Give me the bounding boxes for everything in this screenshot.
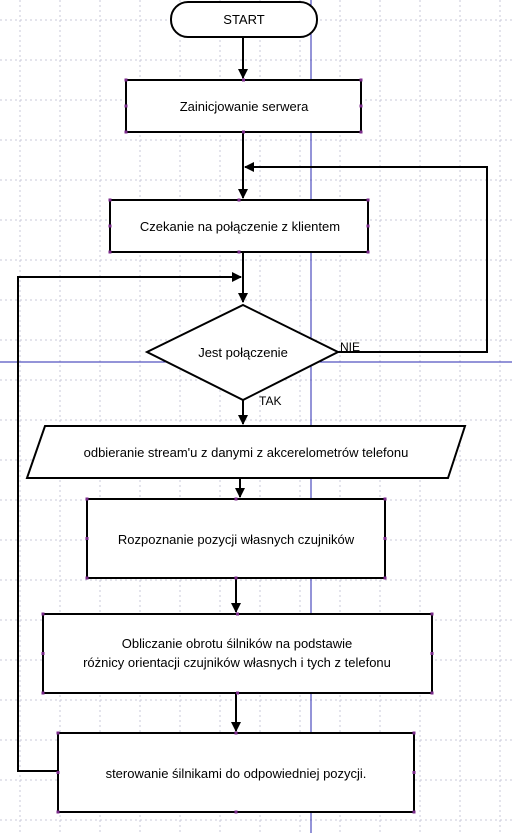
edge-yes-label: TAK bbox=[259, 394, 281, 408]
selection-handle bbox=[234, 576, 238, 580]
selection-handle bbox=[412, 731, 416, 735]
selection-handle bbox=[108, 224, 112, 228]
selection-handle bbox=[234, 810, 238, 814]
init-process-node: Zainicjowanie serwera bbox=[125, 79, 362, 133]
selection-handle bbox=[124, 78, 128, 82]
connectors bbox=[17, 37, 488, 772]
control-label: sterowanie śilnikami do odpowiedniej poz… bbox=[106, 766, 367, 781]
selection-handle bbox=[359, 130, 363, 134]
edge-no-loop bbox=[244, 162, 488, 353]
edge-control-loop bbox=[17, 272, 242, 772]
receive-data-node: odbieranie stream'u z danymi z akcerelom… bbox=[25, 425, 467, 479]
init-label: Zainicjowanie serwera bbox=[180, 99, 309, 114]
selection-handle bbox=[412, 771, 416, 774]
selection-handle bbox=[41, 691, 45, 695]
selection-handle bbox=[359, 104, 363, 108]
selection-handle bbox=[234, 497, 238, 501]
selection-handle bbox=[430, 612, 434, 616]
calc-label-line2: różnicy orientacji czujników własnych i … bbox=[83, 655, 391, 670]
wait-process-node: Czekanie na połączenie z klientem bbox=[109, 199, 369, 253]
selection-handle bbox=[366, 224, 370, 228]
calc-label-line1: Obliczanie obrotu śilników na podstawie bbox=[122, 636, 353, 651]
selection-handle bbox=[108, 250, 112, 254]
control-process-node: sterowanie śilnikami do odpowiedniej poz… bbox=[57, 732, 415, 813]
selection-handle bbox=[234, 731, 238, 735]
selection-handles bbox=[41, 78, 434, 814]
selection-handle bbox=[430, 691, 434, 695]
selection-handle bbox=[412, 810, 416, 814]
selection-handle bbox=[237, 250, 241, 254]
start-node: START bbox=[170, 1, 318, 38]
start-label: START bbox=[223, 12, 264, 27]
decision-label: Jest połączenie bbox=[198, 345, 288, 360]
selection-handle bbox=[236, 691, 239, 695]
selection-handle bbox=[41, 652, 45, 655]
selection-handle bbox=[383, 537, 387, 540]
selection-handle bbox=[366, 250, 370, 254]
selection-handle bbox=[56, 810, 60, 814]
selection-handle bbox=[359, 78, 363, 82]
receive-label: odbieranie stream'u z danymi z akcerelom… bbox=[84, 445, 409, 460]
edge-no-label: NIE bbox=[340, 340, 360, 354]
selection-handle bbox=[56, 731, 60, 735]
selection-handle bbox=[124, 130, 128, 134]
selection-handle bbox=[85, 576, 89, 580]
calc-process-node: Obliczanie obrotu śilników na podstawie … bbox=[42, 613, 433, 694]
selection-handle bbox=[108, 198, 112, 202]
selection-handle bbox=[56, 771, 60, 774]
recognize-label: Rozpoznanie pozycji własnych czujników bbox=[118, 532, 355, 547]
selection-handle bbox=[383, 497, 387, 501]
selection-handle bbox=[242, 130, 245, 134]
selection-handle bbox=[41, 612, 45, 616]
selection-handle bbox=[85, 537, 89, 540]
selection-handle bbox=[236, 612, 239, 616]
selection-handle bbox=[242, 78, 245, 82]
selection-handle bbox=[124, 104, 128, 108]
selection-handle bbox=[366, 198, 370, 202]
wait-label: Czekanie na połączenie z klientem bbox=[140, 219, 340, 234]
selection-handle bbox=[237, 198, 241, 202]
selection-handle bbox=[430, 652, 434, 655]
decision-node: Jest połączenie bbox=[144, 303, 341, 402]
recognize-process-node: Rozpoznanie pozycji własnych czujników bbox=[86, 498, 386, 579]
selection-handle bbox=[85, 497, 89, 501]
selection-handle bbox=[383, 576, 387, 580]
